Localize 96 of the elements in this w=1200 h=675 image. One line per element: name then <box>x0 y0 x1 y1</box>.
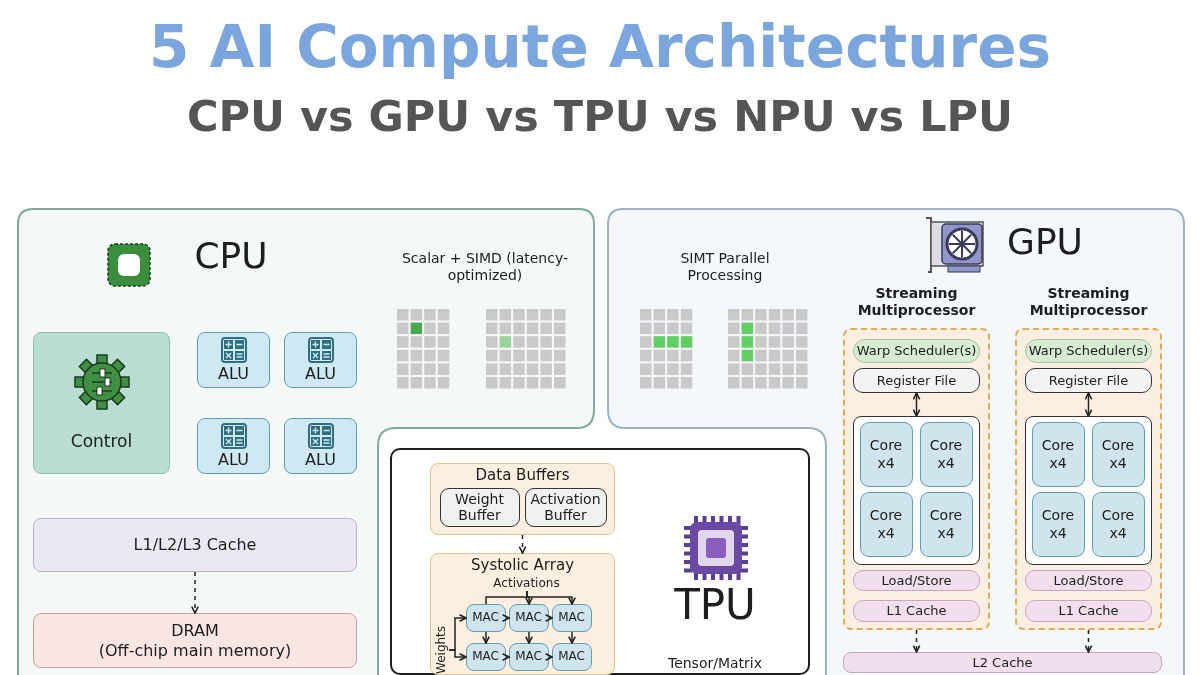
box-label: Warp Scheduler(s) <box>856 343 977 359</box>
arrow <box>191 571 199 614</box>
box-label: Core x4 <box>928 435 964 473</box>
arrow <box>518 534 527 554</box>
core-group-box <box>1025 416 1152 565</box>
box-label: ALU <box>218 364 249 384</box>
arrow <box>526 590 576 605</box>
core-box <box>859 421 913 487</box>
register-box <box>853 368 980 393</box>
arrow <box>501 653 510 661</box>
mac-unit-box <box>465 603 506 632</box>
heading: Streaming Multiprocessor <box>856 285 977 319</box>
box-label: Warp Scheduler(s) <box>1028 343 1149 359</box>
core-box <box>1031 421 1085 487</box>
box-label: Systolic Array <box>470 556 575 574</box>
box-label: (Off-chip main memory) <box>98 640 292 660</box>
arrow <box>544 653 553 661</box>
flow-label: Activations <box>481 575 572 591</box>
caption-text: Scalar + SIMD (latency-optimized) <box>400 250 569 284</box>
box-label: Core x4 <box>868 505 904 543</box>
box-label: Register File <box>1048 372 1129 389</box>
box-label: Core x4 <box>868 435 904 473</box>
core-box <box>859 491 913 557</box>
memory-unit-box <box>1025 570 1152 591</box>
box-label: MAC <box>558 610 585 625</box>
heading: CPU <box>193 236 269 276</box>
box-label: MAC <box>472 649 499 664</box>
arrow <box>1084 392 1093 417</box>
box-label: L1 Cache <box>1058 603 1119 619</box>
core-box <box>1091 491 1145 557</box>
caption-text: SIMT Parallel Processing <box>679 250 771 284</box>
box-label: Load/Store <box>881 572 952 589</box>
arrow <box>501 614 510 622</box>
control-unit-box <box>33 332 170 474</box>
mac-unit-box <box>551 642 592 671</box>
alu-box <box>197 418 270 474</box>
arrow <box>912 629 921 653</box>
heading: Streaming Multiprocessor <box>1028 285 1149 319</box>
section-panel <box>390 448 810 675</box>
box-label: Core x4 <box>1040 435 1076 473</box>
buffer-group-box <box>430 463 615 535</box>
core-box <box>919 491 973 557</box>
core-box <box>1091 421 1145 487</box>
memory-unit-box <box>853 570 980 591</box>
arrow <box>544 614 553 622</box>
box-label: L1/L2/L3 Cache <box>133 535 257 555</box>
cache-box <box>33 518 357 572</box>
core-box <box>919 421 973 487</box>
cache-box <box>843 652 1162 673</box>
heading: TPU <box>673 582 757 629</box>
box-label: L2 Cache <box>972 654 1033 671</box>
flow-label: Weights <box>433 625 449 674</box>
core-box <box>1031 491 1085 557</box>
caption-text: Tensor/Matrix <box>666 655 764 672</box>
box-label: Register File <box>876 372 957 389</box>
box-label: MAC <box>558 649 585 664</box>
memory-unit-box <box>1025 600 1152 622</box>
subtitle: CPU vs GPU vs TPU vs NPU vs LPU <box>186 93 1014 141</box>
heading: GPU <box>1006 222 1084 262</box>
box-label: Core x4 <box>1100 505 1136 543</box>
box-label: ALU <box>218 450 249 470</box>
register-box <box>1025 368 1152 393</box>
box-label: Control <box>70 431 133 452</box>
arrow <box>1084 629 1093 653</box>
box-label: MAC <box>515 610 542 625</box>
mac-unit-box <box>508 603 549 632</box>
alu-box <box>197 332 270 388</box>
arrow <box>912 392 921 417</box>
buffer-box <box>439 487 520 527</box>
box-label: ALU <box>305 364 336 384</box>
memory-unit-box <box>853 600 980 622</box>
arrow <box>525 631 533 644</box>
box-label: DRAM <box>171 621 219 641</box>
alu-box <box>284 418 357 474</box>
box-label: Core x4 <box>928 505 964 543</box>
box-label: MAC <box>472 610 499 625</box>
arrow <box>448 649 467 661</box>
mac-unit-box <box>551 603 592 632</box>
mac-unit-box <box>508 642 549 671</box>
alu-box <box>284 332 357 388</box>
box-label: ALU <box>305 450 336 470</box>
box-label: Core x4 <box>1040 505 1076 543</box>
title: 5 AI Compute Architectures <box>147 16 1053 80</box>
box-label: Load/Store <box>1053 572 1124 589</box>
core-group-box <box>853 416 980 565</box>
arrow <box>482 631 490 644</box>
arrow <box>568 631 576 644</box>
box-label: MAC <box>515 649 542 664</box>
box-label: Activation Buffer <box>529 490 602 524</box>
box-label: L1 Cache <box>886 603 947 619</box>
box-label: Weight Buffer <box>454 490 505 524</box>
box-label: Data Buffers <box>474 466 571 484</box>
memory-box <box>33 613 357 668</box>
box-label: Core x4 <box>1100 435 1136 473</box>
array-box <box>430 553 615 675</box>
mac-unit-box <box>465 642 506 671</box>
